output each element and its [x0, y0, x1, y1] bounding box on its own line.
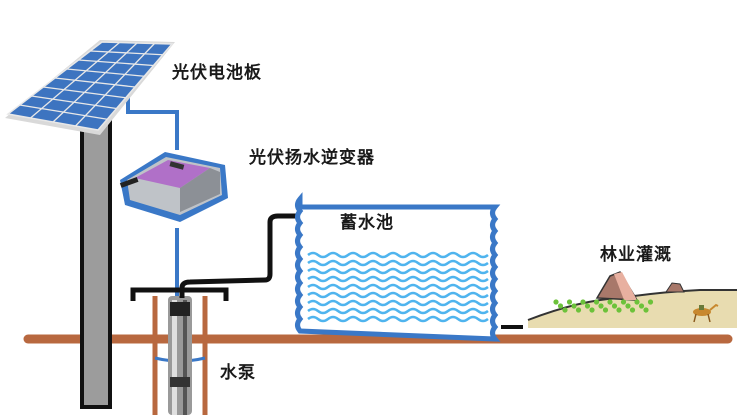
water-pump: [168, 296, 192, 415]
solar-panel: [5, 40, 175, 135]
label-irrigation: 林业灌溉: [600, 245, 672, 265]
label-reservoir: 蓄水池: [340, 213, 394, 233]
camel-icon: [693, 303, 719, 323]
label-solar-panel: 光伏电池板: [172, 63, 262, 83]
irrigation-scene: [527, 271, 737, 328]
power-cable: [126, 92, 179, 298]
inverter: [119, 152, 228, 222]
label-inverter: 光伏扬水逆变器: [249, 148, 375, 168]
mounting-pole: [80, 115, 112, 409]
water-pipe: [179, 213, 325, 298]
label-pump: 水泵: [220, 363, 256, 383]
reservoir: [295, 192, 523, 342]
